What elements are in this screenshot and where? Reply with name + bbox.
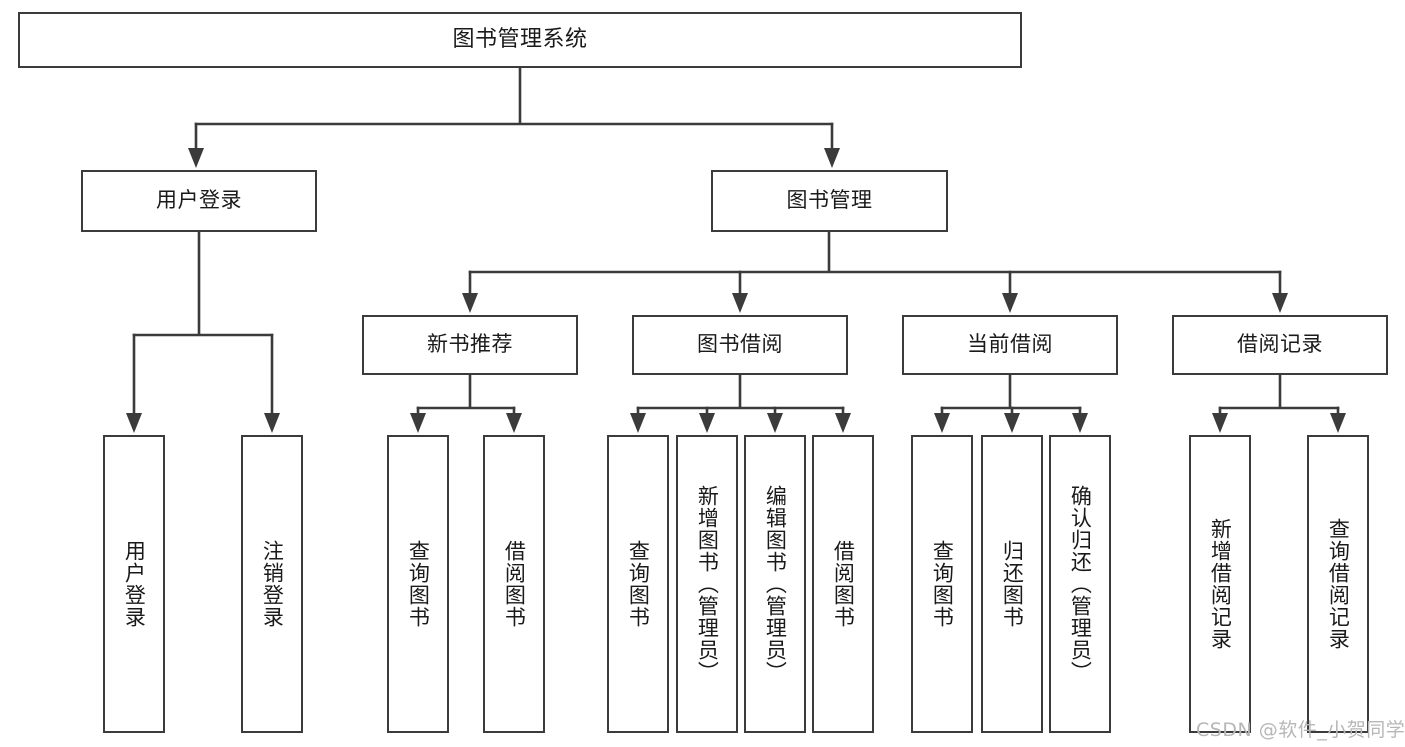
level3-node-借阅记录-label: 借阅记录 [1237, 332, 1323, 357]
arrow-to-user-login [188, 148, 204, 168]
level3-node-当前借阅[interactable]: 当前借阅 [902, 315, 1118, 375]
leaf-8-node-查询图书-label: 查询图书 [930, 540, 955, 628]
user-login-bus [132, 230, 274, 337]
leaf-4-node-查询图书-label: 查询图书 [626, 540, 651, 628]
leaf-5-node-新增图书管理员-label: 新增图书（管理员） [695, 485, 720, 683]
leaf-0-node-用户登录-label: 用户登录 [122, 540, 147, 628]
level3-node-图书借阅-label: 图书借阅 [697, 332, 783, 357]
arrow-to-leaf-nb1 [410, 413, 426, 433]
arrow-to-leaf-bo4 [835, 413, 851, 433]
level2-node-图书管理[interactable]: 图书管理 [711, 170, 948, 232]
arrow-to-current [1002, 293, 1018, 313]
level2-node-图书管理-label: 图书管理 [786, 188, 873, 213]
leaf-12-node-查询借阅记录-label: 查询借阅记录 [1326, 518, 1351, 650]
leaf-0-node-用户登录[interactable]: 用户登录 [103, 435, 165, 733]
current-bus [940, 373, 1082, 410]
level2-node-用户登录[interactable]: 用户登录 [81, 170, 317, 232]
level3-node-图书借阅[interactable]: 图书借阅 [632, 315, 848, 375]
leaf-7-node-借阅图书[interactable]: 借阅图书 [812, 435, 874, 733]
arrow-to-leaf-user-login [126, 413, 142, 433]
leaf-9-node-归还图书[interactable]: 归还图书 [981, 435, 1043, 733]
record-bus [1218, 373, 1340, 410]
node-root-node-图书管理系统[interactable]: 图书管理系统 [18, 12, 1022, 68]
leaf-12-node-查询借阅记录[interactable]: 查询借阅记录 [1307, 435, 1369, 733]
level2-node-用户登录-label: 用户登录 [156, 188, 242, 213]
arrow-to-leaf-bo2 [699, 413, 715, 433]
arrow-heads [126, 148, 1346, 433]
leaf-11-node-新增借阅记录-label: 新增借阅记录 [1208, 518, 1233, 650]
level3-node-新书推荐[interactable]: 新书推荐 [362, 315, 578, 375]
arrow-to-new-book [462, 293, 478, 313]
arrow-to-leaf-cu3 [1072, 413, 1088, 433]
leaf-4-node-查询图书[interactable]: 查询图书 [607, 435, 669, 733]
leaf-5-node-新增图书管理员[interactable]: 新增图书（管理员） [676, 435, 738, 733]
arrow-to-book-mgmt [824, 148, 840, 168]
csdn-watermark: CSDN @软件_小贺同学 [1196, 719, 1405, 741]
level3-node-新书推荐-label: 新书推荐 [427, 332, 513, 357]
leaf-10-node-确认归还管理员-label: 确认归还（管理员） [1068, 485, 1093, 683]
level3-node-借阅记录[interactable]: 借阅记录 [1172, 315, 1388, 375]
leaf-2-node-查询图书[interactable]: 查询图书 [387, 435, 449, 733]
root-bus [194, 66, 834, 126]
leaf-8-node-查询图书[interactable]: 查询图书 [911, 435, 973, 733]
leaf-9-node-归还图书-label: 归还图书 [1000, 540, 1025, 628]
arrow-to-leaf-cu1 [934, 413, 950, 433]
arrow-to-leaf-bo1 [630, 413, 646, 433]
borrow-bus [636, 373, 845, 410]
leaf-11-node-新增借阅记录[interactable]: 新增借阅记录 [1189, 435, 1251, 733]
leaf-3-node-借阅图书[interactable]: 借阅图书 [483, 435, 545, 733]
leaf-6-node-编辑图书管理员-label: 编辑图书（管理员） [763, 485, 788, 683]
arrow-to-leaf-nb2 [506, 413, 522, 433]
leaf-6-node-编辑图书管理员[interactable]: 编辑图书（管理员） [744, 435, 806, 733]
leaf-1-node-注销登录-label: 注销登录 [260, 540, 285, 628]
arrow-to-leaf-re2 [1330, 413, 1346, 433]
leaf-7-node-借阅图书-label: 借阅图书 [831, 540, 856, 628]
arrow-to-leaf-logout [264, 413, 280, 433]
leaf-2-node-查询图书-label: 查询图书 [406, 540, 431, 628]
leaf-1-node-注销登录[interactable]: 注销登录 [241, 435, 303, 733]
leaf-10-node-确认归还管理员[interactable]: 确认归还（管理员） [1049, 435, 1111, 733]
node-root-node-图书管理系统-label: 图书管理系统 [452, 26, 588, 52]
arrow-to-record [1272, 293, 1288, 313]
arrow-to-leaf-re1 [1212, 413, 1228, 433]
new-book-bus [416, 373, 516, 410]
arrow-to-leaf-bo3 [767, 413, 783, 433]
leaf-3-node-借阅图书-label: 借阅图书 [502, 540, 527, 628]
arrow-to-borrow [732, 293, 748, 313]
arrow-to-leaf-cu2 [1004, 413, 1020, 433]
level3-node-当前借阅-label: 当前借阅 [967, 332, 1053, 357]
book-mgmt-bus [468, 230, 1282, 274]
